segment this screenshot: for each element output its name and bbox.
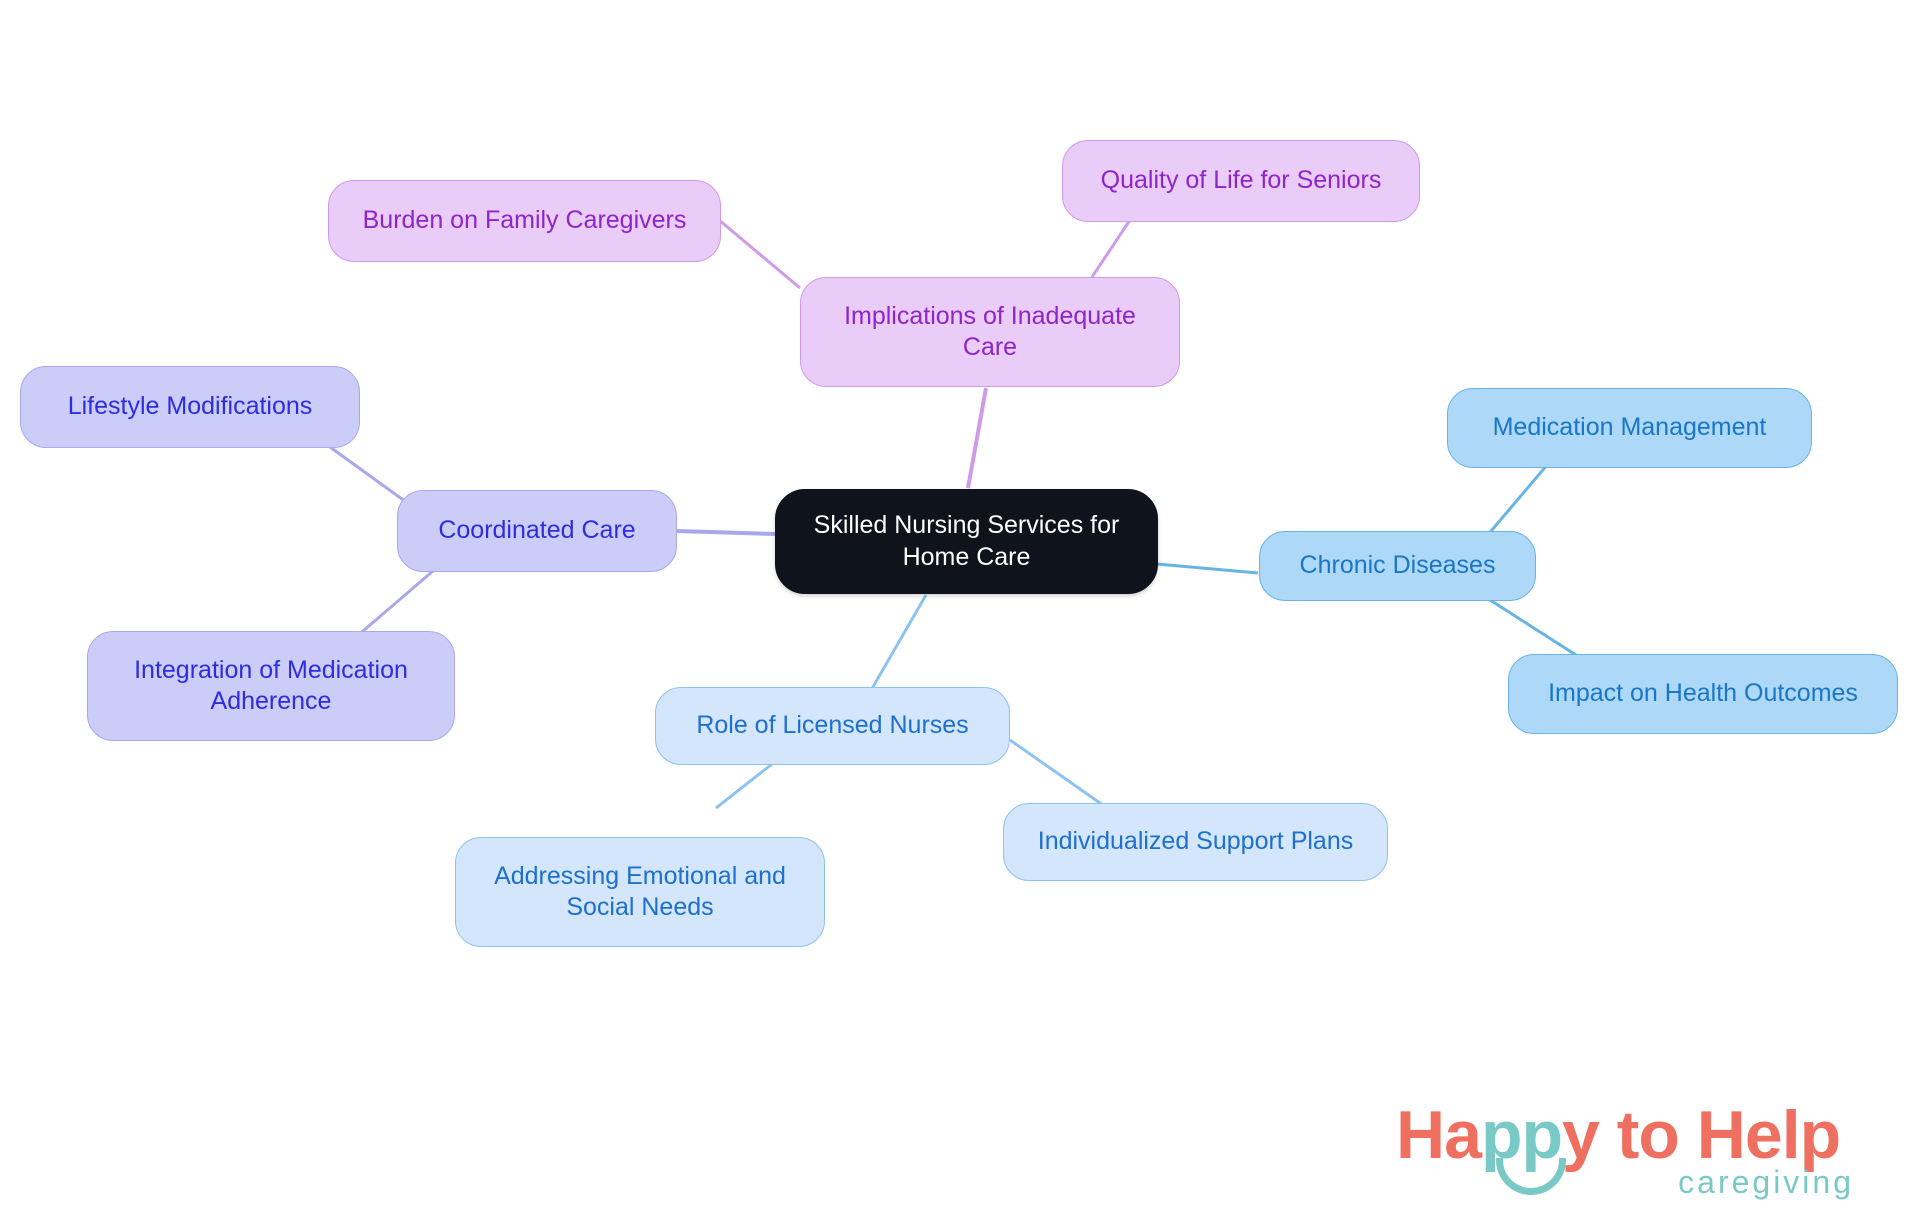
edge-coordinated-integration: [355, 563, 441, 639]
mindmap-node-implications-of-inadequate-care[interactable]: Implications of Inadequate Care: [800, 277, 1180, 387]
mindmap-node-medication-management[interactable]: Medication Management: [1447, 388, 1812, 468]
logo-text-ha: Ha: [1396, 1097, 1482, 1173]
logo-smile-icon: [1496, 1158, 1566, 1195]
mindmap-node-coordinated-care[interactable]: Coordinated Care: [397, 490, 677, 572]
edge-root-chronic: [1156, 562, 1259, 575]
edge-nurses-plans: [1009, 738, 1111, 812]
mindmap-node-integration-of-medication-adherence[interactable]: Integration of Medication Adherence: [87, 631, 455, 741]
logo-wordmark: Happy to Help: [1396, 1096, 1841, 1174]
logo-text-y-to-help: y to Help: [1562, 1097, 1841, 1173]
edge-coordinated-lifestyle: [329, 445, 414, 509]
mindmap-root-node[interactable]: Skilled Nursing Services for Home Care: [775, 489, 1158, 594]
edge-root-implications: [966, 387, 988, 489]
mindmap-node-lifestyle-modifications[interactable]: Lifestyle Modifications: [20, 366, 360, 448]
mindmap-node-impact-on-health-outcomes[interactable]: Impact on Health Outcomes: [1508, 654, 1898, 734]
edge-implications-burden: [718, 218, 801, 290]
mindmap-node-burden-on-family-caregivers[interactable]: Burden on Family Caregivers: [328, 180, 721, 262]
mindmap-node-individualized-support-plans[interactable]: Individualized Support Plans: [1003, 803, 1388, 881]
mindmap-node-chronic-diseases[interactable]: Chronic Diseases: [1259, 531, 1536, 601]
edge-root-coordinated: [675, 529, 776, 536]
brand-logo: Happy to Help caregiving: [1396, 1096, 1856, 1202]
mindmap-node-addressing-emotional-and-social-needs[interactable]: Addressing Emotional and Social Needs: [455, 837, 825, 947]
edge-chronic-medication: [1484, 457, 1555, 538]
edge-root-nurses: [868, 594, 928, 693]
mindmap-node-quality-of-life-for-seniors[interactable]: Quality of Life for Seniors: [1062, 140, 1420, 222]
logo-tagline: caregiving: [1678, 1164, 1854, 1200]
mindmap-node-role-of-licensed-nurses[interactable]: Role of Licensed Nurses: [655, 687, 1010, 765]
